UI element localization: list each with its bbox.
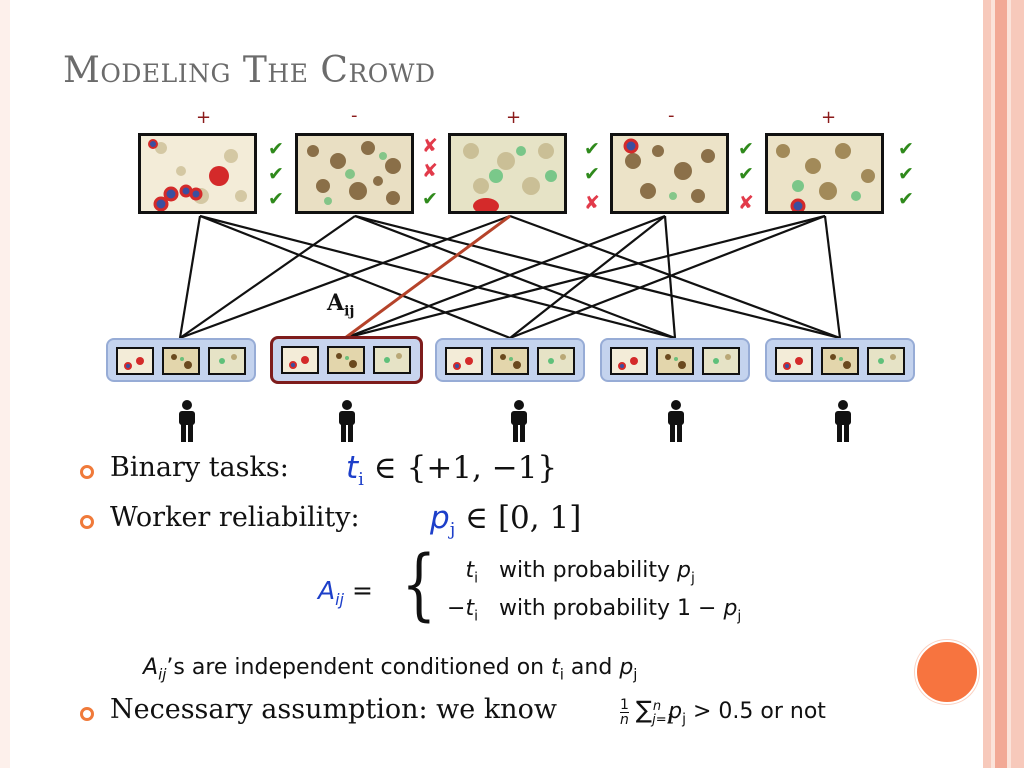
aij-lhs: Aij =: [318, 576, 373, 609]
worker-reliability-math: pj ∈ [0, 1]: [430, 500, 582, 541]
worker-thumbnail: [281, 346, 319, 374]
task-label: -: [351, 105, 358, 126]
check-icon: ✔: [422, 188, 438, 210]
worker-thumbnail: [775, 347, 813, 375]
worker-thumbnail: [867, 347, 905, 375]
check-icon: ✔: [584, 163, 600, 185]
task-label: -: [668, 105, 675, 126]
check-icon: ✔: [898, 138, 914, 160]
worker-thumbnail: [373, 346, 411, 374]
right-stripe: [995, 0, 1007, 768]
worker-thumbnail: [821, 347, 859, 375]
worker-thumbnail: [208, 347, 246, 375]
person-icon: [511, 400, 527, 442]
slide-title: Modeling The Crowd: [63, 50, 436, 91]
check-icon: ✔: [268, 138, 284, 160]
worker-box: [765, 338, 915, 382]
check-icon: ✔: [738, 163, 754, 185]
worker-box: [106, 338, 256, 382]
task-image: [295, 133, 414, 214]
cross-icon: ✘: [422, 135, 438, 157]
check-icon: ✔: [584, 138, 600, 160]
person-icon: [179, 400, 195, 442]
cross-icon: ✘: [738, 192, 754, 214]
check-icon: ✔: [898, 163, 914, 185]
worker-thumbnail: [702, 347, 740, 375]
check-icon: ✔: [738, 138, 754, 160]
task-image: [610, 133, 729, 214]
cross-icon: ✘: [422, 160, 438, 182]
left-edge-decoration: [0, 0, 10, 768]
task-image: [448, 133, 567, 214]
worker-thumbnail: [656, 347, 694, 375]
right-stripe: [991, 0, 995, 768]
task-label: +: [506, 107, 522, 128]
task-label: +: [821, 107, 837, 128]
person-icon: [835, 400, 851, 442]
bullet-text: Necessary assumption: we know: [110, 694, 557, 725]
binary-task-math: ti ∈ {+1, −1}: [346, 450, 558, 491]
worker-thumbnail: [162, 347, 200, 375]
task-image: [765, 133, 884, 214]
worker-thumbnail: [537, 347, 575, 375]
task-image: [138, 133, 257, 214]
worker-box: [600, 338, 750, 382]
cross-icon: ✘: [584, 192, 600, 214]
bullet-icon: [80, 707, 94, 721]
task-label: +: [196, 107, 212, 128]
right-stripe: [983, 0, 991, 768]
case-row: ti with probability pj: [465, 558, 695, 587]
worker-thumbnail: [327, 346, 365, 374]
check-icon: ✔: [898, 188, 914, 210]
bullet-icon: [80, 465, 94, 479]
right-stripe: [1007, 0, 1011, 768]
worker-box: [435, 338, 585, 382]
edge-label-aij: Aij: [327, 290, 355, 320]
bullet-text: Binary tasks:: [110, 452, 289, 483]
worker-thumbnail: [610, 347, 648, 375]
check-icon: ✔: [268, 163, 284, 185]
worker-thumbnail: [445, 347, 483, 375]
right-stripe: [1011, 0, 1024, 768]
case-row: −ti with probability 1 − pj: [447, 596, 742, 625]
worker-box-highlighted: [270, 336, 423, 384]
left-brace: {: [401, 540, 437, 630]
person-icon: [668, 400, 684, 442]
person-icon: [339, 400, 355, 442]
decorative-circle: [915, 640, 979, 704]
bullet-icon: [80, 515, 94, 529]
worker-thumbnail: [116, 347, 154, 375]
worker-thumbnail: [491, 347, 529, 375]
check-icon: ✔: [268, 188, 284, 210]
bullet-text: Worker reliability:: [110, 502, 360, 533]
independence-note: Aij’s are independent conditioned on ti …: [143, 655, 638, 684]
